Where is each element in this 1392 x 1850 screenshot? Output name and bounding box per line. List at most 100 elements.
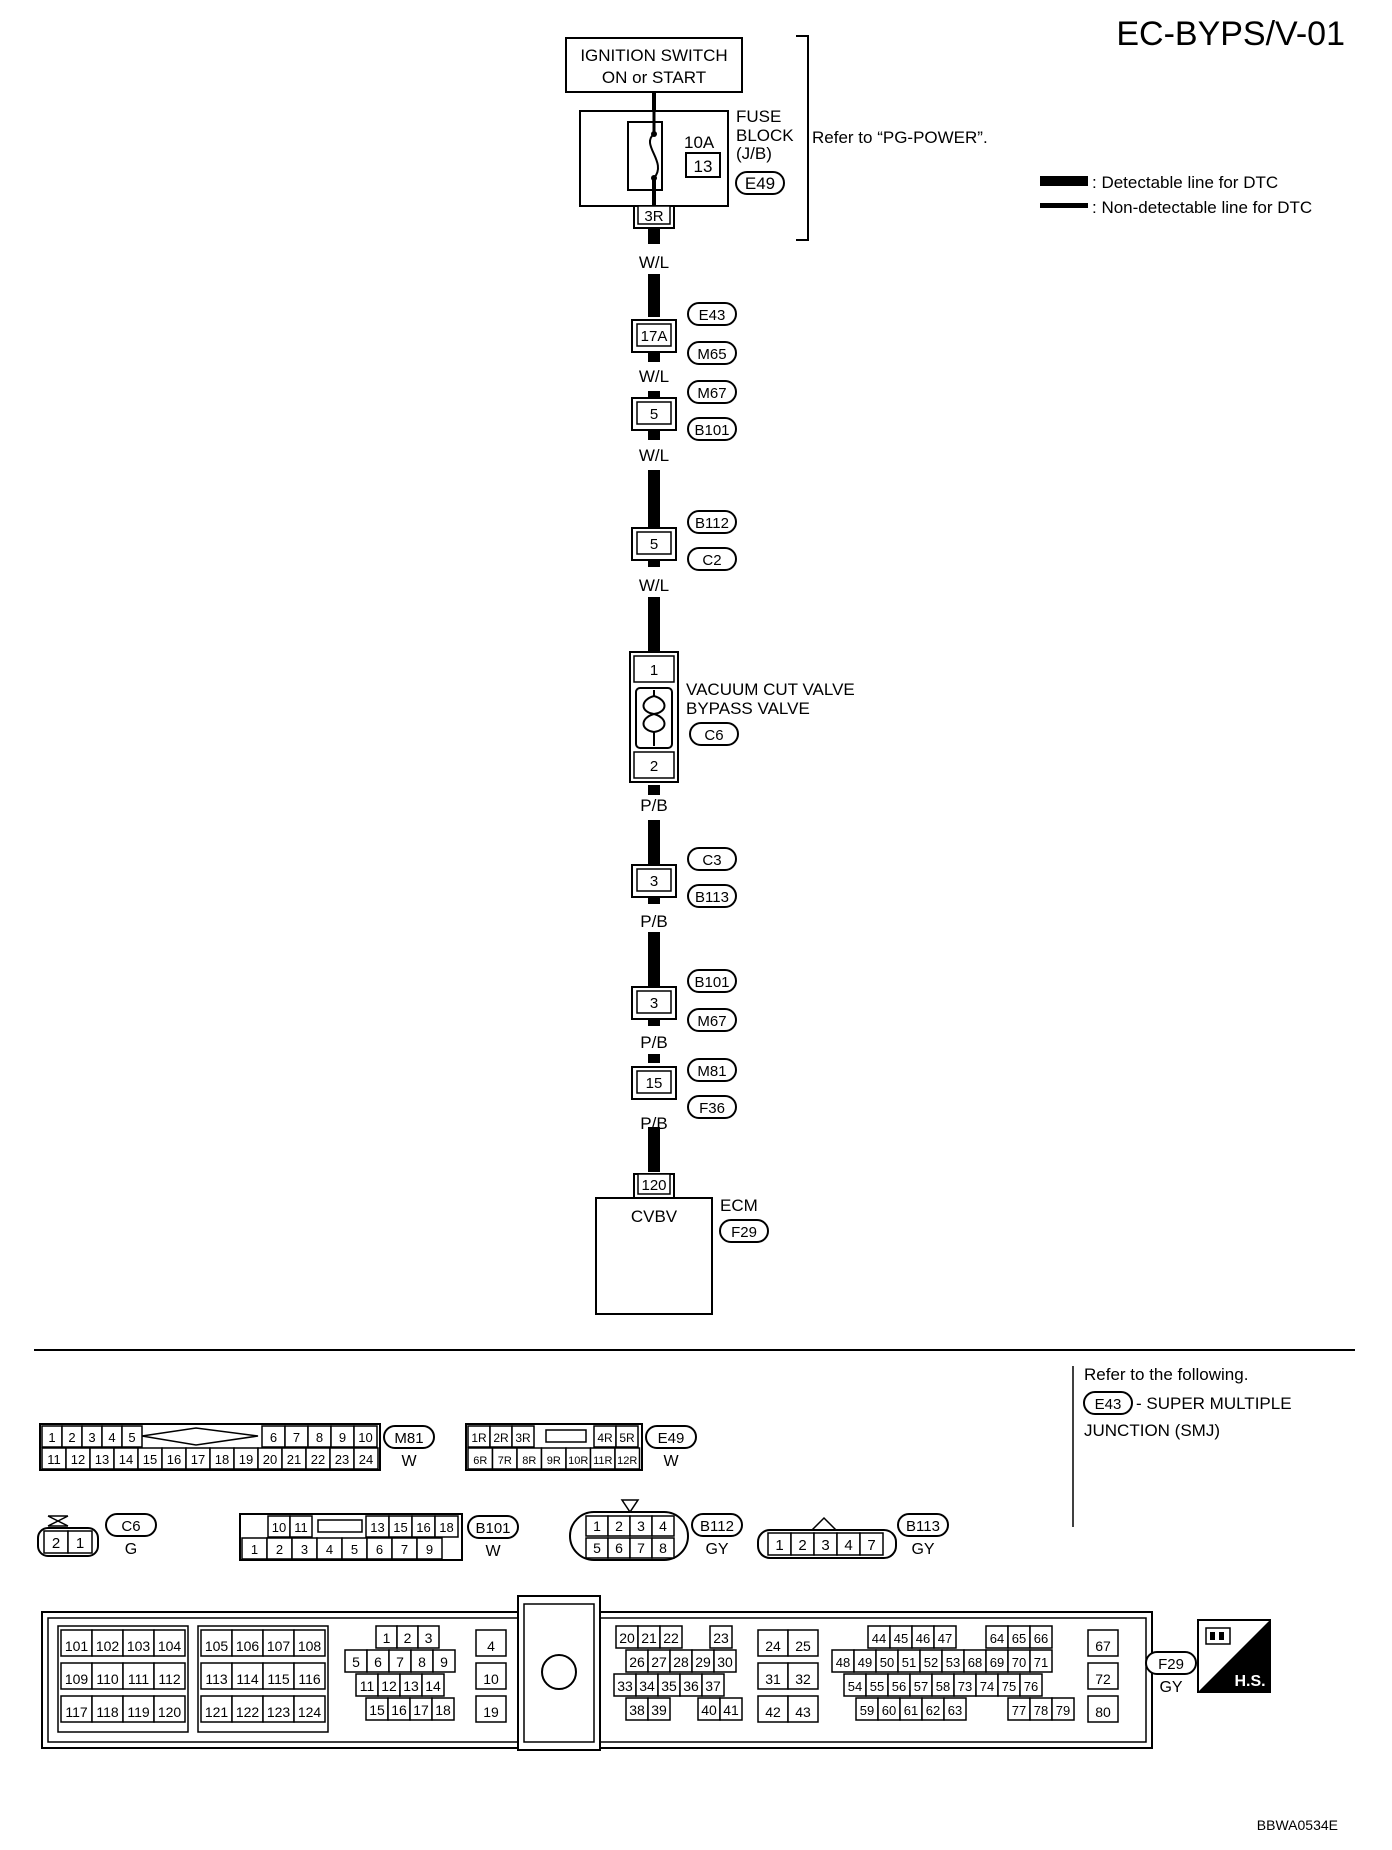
pin-number: 41 bbox=[723, 1702, 739, 1718]
connector-color: W bbox=[663, 1453, 679, 1470]
pin-number: 124 bbox=[298, 1704, 322, 1720]
pin-number: 70 bbox=[1012, 1655, 1026, 1670]
pin-number: 2 bbox=[615, 1518, 623, 1534]
fuse-element-icon bbox=[648, 133, 660, 179]
connector-color: GY bbox=[1159, 1679, 1182, 1696]
pin-number: 13 bbox=[370, 1520, 384, 1535]
pin-number: 15 bbox=[369, 1702, 385, 1718]
connector-id: B112 bbox=[700, 1518, 734, 1535]
pin-number: 4 bbox=[487, 1638, 495, 1654]
splice-connector-bottom: M65 bbox=[697, 346, 726, 363]
pin-number: 69 bbox=[990, 1655, 1004, 1670]
fuse-label-1: FUSE bbox=[736, 107, 781, 126]
pin-number: 7 bbox=[396, 1654, 404, 1670]
connector-color: GY bbox=[911, 1541, 934, 1558]
pin-number: 116 bbox=[298, 1671, 321, 1687]
splice-connector: 3 B101 M67 bbox=[631, 969, 737, 1032]
pin-number: 104 bbox=[158, 1638, 182, 1654]
pin-number: 56 bbox=[892, 1679, 906, 1694]
pin-number: 5 bbox=[351, 1542, 358, 1557]
key-icon bbox=[811, 1516, 837, 1531]
cavity bbox=[475, 1662, 507, 1690]
pin-number: 6 bbox=[615, 1540, 623, 1556]
wire-label: P/B bbox=[640, 796, 667, 815]
pin-number: 61 bbox=[904, 1703, 918, 1718]
cavity bbox=[353, 1425, 378, 1448]
pin-number: 101 bbox=[65, 1638, 89, 1654]
splice-pin: 3 bbox=[650, 873, 658, 890]
pin-number: 2 bbox=[798, 1537, 806, 1554]
cavity bbox=[153, 1695, 186, 1723]
fuse-block: 10A 13 FUSE BLOCK (J/B) E49 3R Refer to … bbox=[579, 35, 988, 241]
vacuum-cut-valve: 1 2 VACUUM CUT VALVE BYPASS VALVE C6 bbox=[629, 651, 855, 783]
ecm-signal: CVBV bbox=[631, 1207, 678, 1226]
pin-number: 42 bbox=[765, 1704, 781, 1720]
splice-connector-bottom: F36 bbox=[699, 1100, 725, 1117]
pin-number: 19 bbox=[239, 1452, 253, 1467]
connector-color: G bbox=[125, 1541, 137, 1558]
connector-color: GY bbox=[705, 1541, 728, 1558]
splice-connector-top: M67 bbox=[697, 385, 726, 402]
pin-number: 14 bbox=[425, 1678, 441, 1694]
cavity bbox=[293, 1662, 326, 1690]
pin-number: 1R bbox=[471, 1431, 487, 1445]
pin-number: 9R bbox=[547, 1455, 561, 1467]
legend: : Detectable line for DTC : Non-detectab… bbox=[1040, 173, 1312, 217]
splice-connector-bottom: C2 bbox=[702, 552, 721, 569]
pin-number: 43 bbox=[795, 1704, 811, 1720]
pin-number: 17 bbox=[413, 1702, 429, 1718]
harness-side-icon: H.S. bbox=[1197, 1619, 1271, 1693]
cavity bbox=[153, 1662, 186, 1690]
pin-number: 123 bbox=[267, 1704, 291, 1720]
pin-number: 1 bbox=[383, 1630, 391, 1646]
connector-id: F29 bbox=[1158, 1656, 1184, 1673]
pin-number: 49 bbox=[858, 1655, 872, 1670]
pin-number: 20 bbox=[263, 1452, 277, 1467]
pin-number: 55 bbox=[870, 1679, 884, 1694]
pin-number: 4 bbox=[108, 1430, 115, 1445]
pin-number: 105 bbox=[205, 1638, 229, 1654]
key-icon bbox=[47, 1515, 69, 1527]
pin-number: 111 bbox=[128, 1671, 149, 1687]
pin-number: 3 bbox=[425, 1630, 433, 1646]
pin-number: 13 bbox=[403, 1678, 419, 1694]
valve-name-1: VACUUM CUT VALVE bbox=[686, 680, 855, 699]
connector-id: E49 bbox=[658, 1430, 685, 1447]
pin-number: 8 bbox=[659, 1540, 667, 1556]
cavity bbox=[67, 1530, 93, 1554]
cavity bbox=[60, 1629, 93, 1657]
fuse-label-3: (J/B) bbox=[736, 144, 772, 163]
splice-connector: 17A E43 M65 bbox=[631, 302, 737, 365]
cavity bbox=[231, 1695, 264, 1723]
pin-number: 48 bbox=[836, 1655, 850, 1670]
pin-number: 121 bbox=[205, 1704, 229, 1720]
pin-number: 57 bbox=[914, 1679, 928, 1694]
pin-number: 10 bbox=[272, 1520, 286, 1535]
cavity bbox=[475, 1695, 507, 1723]
pin-number: 65 bbox=[1012, 1631, 1026, 1646]
pin-number: 8 bbox=[316, 1430, 323, 1445]
pin-number: 108 bbox=[298, 1638, 322, 1654]
hs-label: H.S. bbox=[1234, 1673, 1265, 1690]
pin-number: 8 bbox=[418, 1654, 426, 1670]
pin-number: 71 bbox=[1034, 1655, 1048, 1670]
pin-number: 118 bbox=[96, 1704, 119, 1720]
cavity bbox=[701, 1673, 725, 1697]
pin-number: 7 bbox=[401, 1542, 408, 1557]
cavity bbox=[200, 1695, 233, 1723]
pin-number: 80 bbox=[1095, 1704, 1111, 1720]
pin-number: 15 bbox=[393, 1520, 407, 1535]
refer-connector: E43 bbox=[1095, 1396, 1122, 1413]
connector-color: W bbox=[401, 1453, 417, 1470]
pin-number: 2 bbox=[276, 1542, 283, 1557]
wire-label: W/L bbox=[639, 367, 669, 386]
splice-connector-bottom: B113 bbox=[695, 889, 729, 906]
pin-number: 36 bbox=[683, 1678, 699, 1694]
pin-number: 1 bbox=[251, 1542, 258, 1557]
cavity bbox=[651, 1537, 675, 1559]
pin-number: 1 bbox=[48, 1430, 55, 1445]
cavity bbox=[859, 1532, 884, 1556]
pin-number: 32 bbox=[795, 1671, 811, 1687]
